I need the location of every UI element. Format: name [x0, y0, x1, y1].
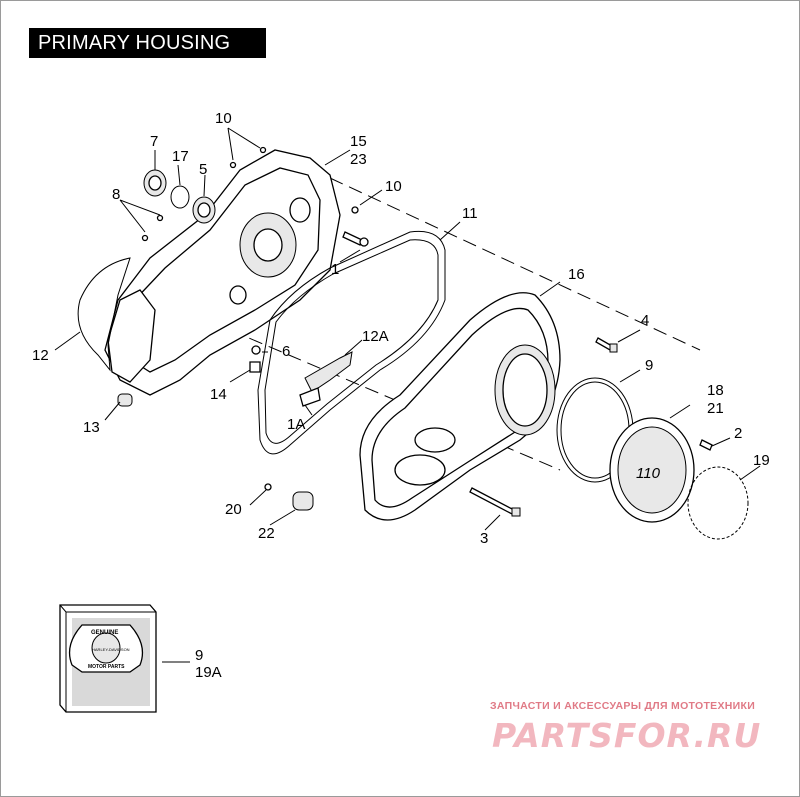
fitting-14 — [249, 361, 261, 373]
watermark-logo: PARTSFOR.RU — [492, 716, 762, 755]
watermark-tagline: ЗАПЧАСТИ И АКСЕССУАРЫ ДЛЯ МОТОТЕХНИКИ — [490, 700, 756, 712]
callout-17: 17 — [172, 148, 189, 165]
gasket-11 — [257, 230, 446, 455]
bolt-1 — [342, 231, 363, 246]
callout-14: 14 — [210, 386, 227, 403]
diagram-title: PRIMARY HOUSING — [29, 28, 266, 58]
callout-1a: 1A — [287, 416, 305, 433]
derby-cover-18: 110 — [609, 417, 695, 523]
genuine-parts-kit-box: GENUINE HARLEY-DAVIDSON MOTOR PARTS — [59, 604, 157, 713]
badge-top-text: GENUINE — [91, 630, 118, 636]
gasket-12 — [77, 257, 131, 372]
callout-20: 20 — [225, 501, 242, 518]
callout-18: 18 — [707, 382, 724, 399]
retaining-ring-17 — [170, 185, 190, 209]
callout-13: 13 — [83, 419, 100, 436]
callout-21: 21 — [707, 400, 724, 417]
badge-bottom-text: MOTOR PARTS — [88, 664, 125, 670]
callout-10-b: 10 — [385, 178, 402, 195]
callout-15: 15 — [350, 133, 367, 150]
window-gasket-19 — [687, 466, 749, 540]
callout-11: 11 — [462, 205, 478, 222]
tensioner-plate-1a — [299, 387, 321, 407]
spacer-22 — [292, 491, 314, 511]
chain-tensioner-12a — [304, 351, 353, 393]
callout-8: 8 — [112, 186, 120, 203]
seal-7 — [143, 169, 167, 197]
bearing-5 — [192, 196, 216, 224]
outer-primary-cover-16 — [359, 292, 561, 521]
bolt-3 — [469, 487, 515, 515]
screws-8 — [141, 214, 164, 242]
callout-10: 10 — [215, 110, 232, 127]
callout-16: 16 — [568, 266, 585, 283]
bolt-3-head — [511, 507, 521, 517]
o-ring-6 — [251, 345, 261, 355]
screw-2 — [699, 439, 713, 451]
callout-22: 22 — [258, 525, 275, 542]
leader-lines — [54, 127, 761, 663]
callout-23: 23 — [350, 151, 367, 168]
badge-mid-text: HARLEY-DAVIDSON — [92, 647, 130, 652]
callout-4: 4 — [641, 312, 649, 329]
callout-3: 3 — [480, 530, 488, 547]
callout-2: 2 — [734, 425, 742, 442]
dowel-pins-10 — [229, 146, 359, 214]
callout-19: 19 — [753, 452, 770, 469]
spacer-13 — [117, 393, 133, 407]
callout-kit-9: 9 — [195, 647, 203, 664]
callout-9: 9 — [645, 357, 653, 374]
inner-primary-housing — [104, 149, 341, 396]
callout-12a: 12A — [362, 328, 389, 345]
callout-kit-19a: 19A — [195, 664, 222, 681]
callout-5: 5 — [199, 161, 207, 178]
callout-1: 1 — [331, 261, 339, 278]
derby-cover-marking: 110 — [636, 465, 661, 482]
bolt-4-head — [609, 343, 618, 353]
callout-6: 6 — [282, 343, 290, 360]
callout-12: 12 — [32, 347, 49, 364]
assembly-axis-upper — [329, 177, 701, 351]
bolt-20 — [264, 483, 272, 491]
bolt-1-head — [359, 237, 369, 247]
gasket-11-inner — [264, 239, 439, 444]
callout-7: 7 — [150, 133, 158, 150]
